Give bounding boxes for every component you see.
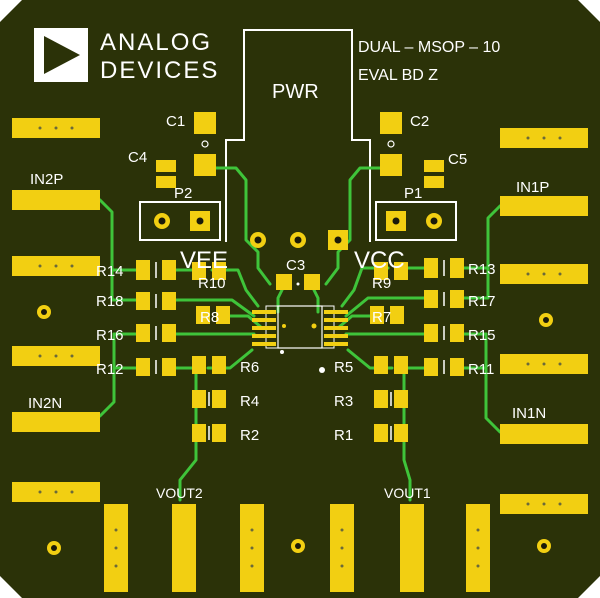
label-r11: R11 xyxy=(468,361,494,378)
mounting-holes xyxy=(37,305,553,555)
label-in1p: IN1P xyxy=(516,179,549,196)
ic-left-pins xyxy=(252,310,276,346)
resistor-pads-right xyxy=(370,258,464,442)
cap-pads-top xyxy=(156,112,444,188)
label-r7: R7 xyxy=(372,309,391,326)
label-r3: R3 xyxy=(334,393,353,410)
c3-pad-1 xyxy=(276,274,292,290)
edge-pad-vias xyxy=(38,126,562,568)
label-vcc: VCC xyxy=(354,247,405,274)
label-r4: R4 xyxy=(240,393,259,410)
label-r10: R10 xyxy=(198,275,226,292)
c3-pad-2 xyxy=(304,274,320,290)
ic-pin1-marker xyxy=(319,367,325,373)
c2-polarity-mark xyxy=(387,140,395,148)
ic-pin1-dot xyxy=(280,350,284,354)
label-vee: VEE xyxy=(180,247,228,274)
resistor-silk-marks xyxy=(155,260,445,440)
label-r5: R5 xyxy=(334,359,353,376)
label-r14: R14 xyxy=(96,263,124,280)
label-c5: C5 xyxy=(448,151,467,168)
label-r6: R6 xyxy=(240,359,259,376)
label-r15: R15 xyxy=(468,327,496,344)
pwr-connector-outline xyxy=(225,29,371,242)
pwr-label: PWR xyxy=(272,81,319,103)
label-c2: C2 xyxy=(410,113,429,130)
adi-logo-triangle xyxy=(44,36,80,74)
label-vout2: VOUT2 xyxy=(156,485,203,501)
ic-right-pins xyxy=(324,310,348,346)
label-vout1: VOUT1 xyxy=(384,485,431,501)
label-r1: R1 xyxy=(334,427,353,444)
label-r8: R8 xyxy=(200,309,219,326)
ic-body-outline xyxy=(277,305,323,349)
logo-line-2: DEVICES xyxy=(100,57,219,84)
resistor-pads-left xyxy=(136,260,230,442)
label-r2: R2 xyxy=(240,427,259,444)
c1-polarity-mark xyxy=(201,140,209,148)
label-r16: R16 xyxy=(96,327,124,344)
logo-line-1: ANALOG xyxy=(100,29,212,56)
header-p2-outline xyxy=(139,201,221,241)
label-c3: C3 xyxy=(286,257,305,274)
label-in1n: IN1N xyxy=(512,405,546,422)
label-p2: P2 xyxy=(174,185,192,202)
label-r12: R12 xyxy=(96,361,124,378)
header-p1-outline xyxy=(375,201,457,241)
label-r17: R17 xyxy=(468,293,496,310)
label-r13: R13 xyxy=(468,261,496,278)
board-title-line-1: DUAL – MSOP – 10 xyxy=(358,39,500,56)
board-title-line-2: EVAL BD Z xyxy=(358,67,438,84)
label-r18: R18 xyxy=(96,293,124,310)
label-c4: C4 xyxy=(128,149,147,166)
label-p1: P1 xyxy=(404,185,422,202)
label-in2p: IN2P xyxy=(30,171,63,188)
label-r9: R9 xyxy=(372,275,391,292)
label-in2n: IN2N xyxy=(28,395,62,412)
label-c1: C1 xyxy=(166,113,185,130)
